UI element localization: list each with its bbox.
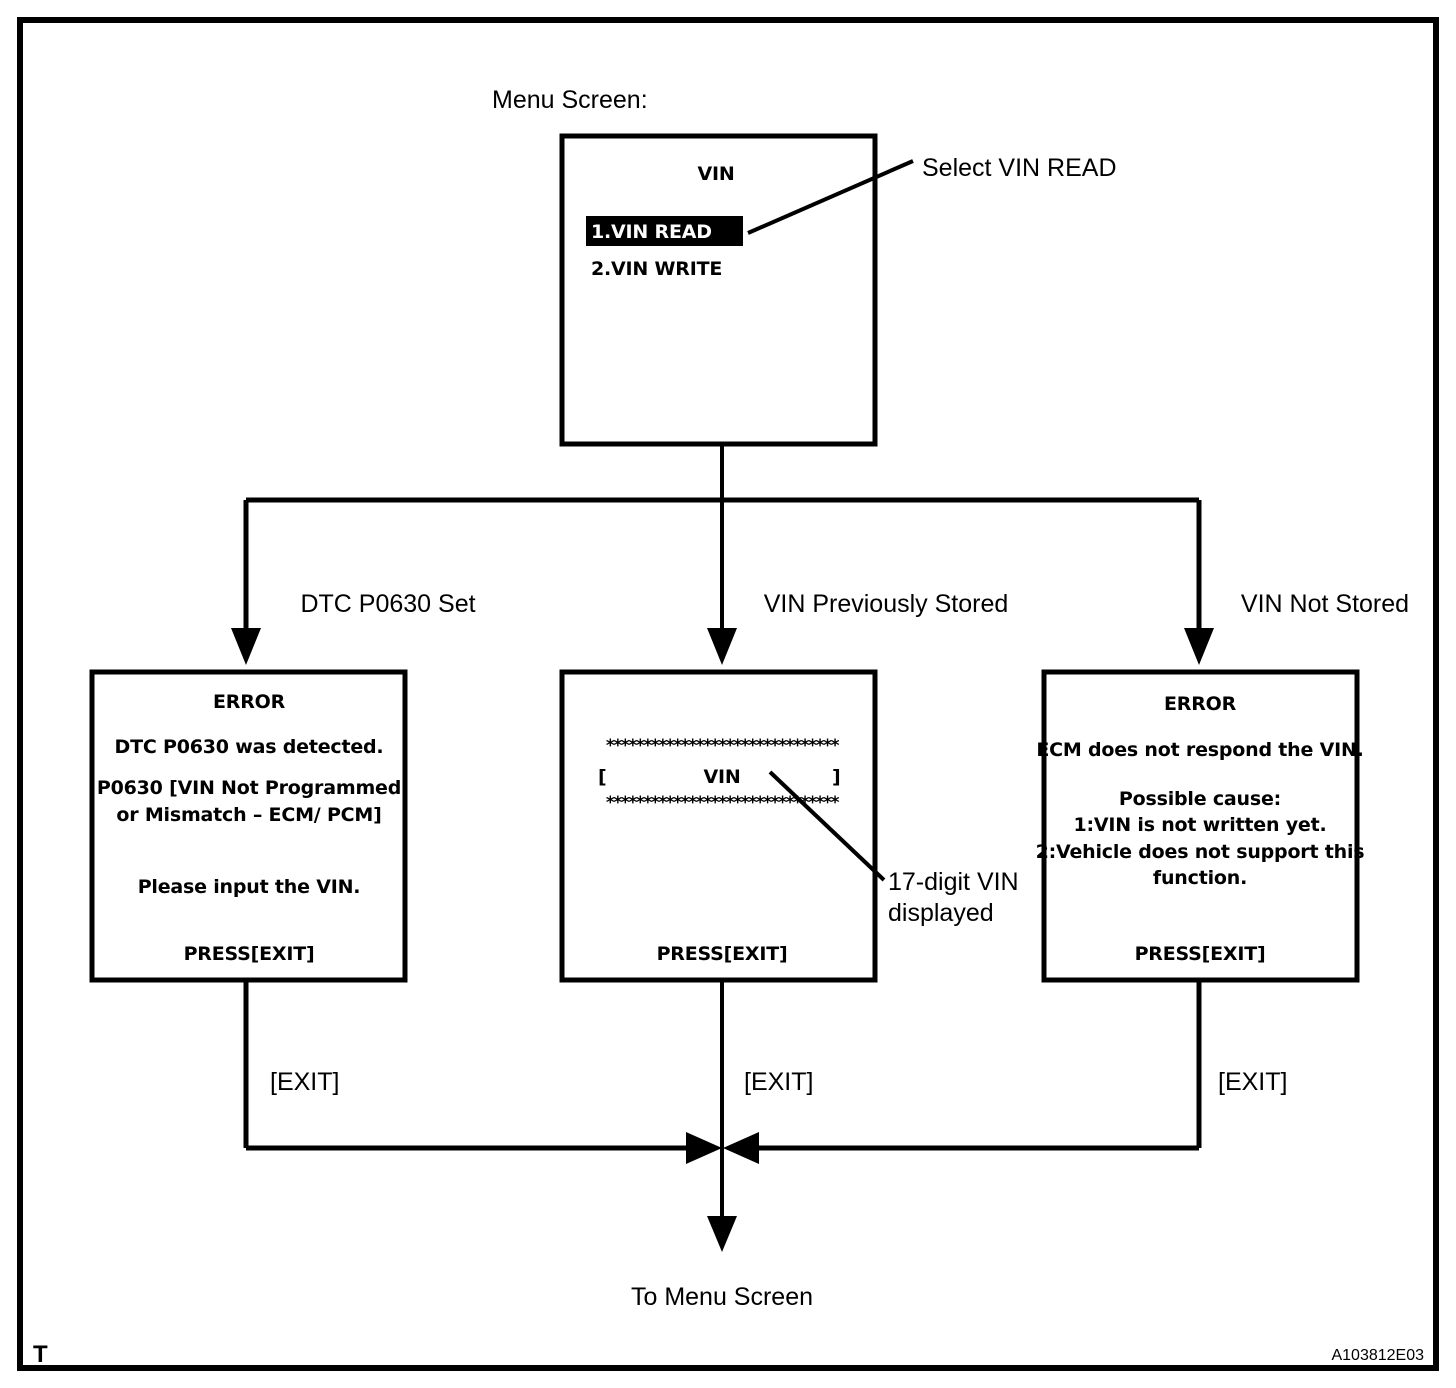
figure-border (17, 17, 1439, 1371)
vin-stored-screen-box (559, 669, 878, 983)
destination-label: To Menu Screen (631, 1283, 813, 1311)
error-dtc-title: ERROR (213, 691, 286, 713)
menu-screen-caption: Menu Screen: (492, 86, 648, 114)
merge-arrow-right (723, 1132, 759, 1164)
menu-screen-title: VIN (697, 163, 734, 185)
vin-stored-stars-bottom: ******************************* (606, 793, 840, 813)
branch-label-vin-not-stored: VIN Not Stored (1241, 590, 1409, 618)
vin-stored-footer: PRESS[EXIT] (657, 943, 788, 965)
vin-callout-leader (768, 770, 886, 882)
exit-label-left: [EXIT] (270, 1068, 339, 1096)
error-no-vin-line-1: ECM does not respond the VIN. (1036, 739, 1363, 761)
error-no-vin-screen-box (1041, 669, 1360, 983)
corner-mark: T (33, 1341, 48, 1368)
menu-callout-leader (747, 159, 914, 235)
branch-arrow-right (1184, 628, 1214, 665)
error-dtc-line-4: Please input the VIN. (138, 876, 361, 898)
error-no-vin-line-2: Possible cause: (1119, 788, 1281, 810)
merge-arrow-left (686, 1132, 722, 1164)
branch-label-dtc: DTC P0630 Set (300, 590, 475, 618)
figure-code: A103812E03 (1331, 1347, 1424, 1364)
branch-arrow-left (231, 628, 261, 665)
error-no-vin-line-4: 2:Vehicle does not support this (1036, 841, 1365, 863)
vin-stored-value: VIN (703, 766, 740, 788)
error-dtc-screen-box (89, 669, 408, 983)
vin-stored-bracket-open: [ (598, 766, 606, 788)
to-menu-arrow (707, 1216, 737, 1252)
error-no-vin-title: ERROR (1164, 693, 1237, 715)
vin-stored-stars-top: ******************************* (606, 736, 840, 756)
menu-screen-box (559, 133, 878, 447)
error-dtc-line-3: or Mismatch – ECM/ PCM] (116, 804, 381, 826)
exit-label-middle: [EXIT] (744, 1068, 813, 1096)
error-no-vin-line-5: function. (1153, 867, 1247, 889)
menu-item-vin-write[interactable]: 2.VIN WRITE (591, 258, 722, 280)
vin-callout-line-2: displayed (888, 899, 994, 927)
menu-callout-label: Select VIN READ (922, 154, 1117, 182)
branch-arrow-middle (707, 628, 737, 665)
branch-label-vin-stored: VIN Previously Stored (764, 590, 1009, 618)
error-dtc-footer: PRESS[EXIT] (184, 943, 315, 965)
error-dtc-line-1: DTC P0630 was detected. (115, 736, 384, 758)
error-no-vin-line-3: 1:VIN is not written yet. (1073, 814, 1326, 836)
vin-stored-bracket-close: ] (832, 766, 840, 788)
vin-callout-line-1: 17-digit VIN (888, 868, 1019, 896)
menu-item-vin-read[interactable]: 1.VIN READ (591, 221, 712, 243)
error-no-vin-footer: PRESS[EXIT] (1135, 943, 1266, 965)
error-dtc-line-2: P0630 [VIN Not Programmed (97, 777, 401, 799)
menu-item-selection-highlight (586, 216, 743, 246)
exit-label-right: [EXIT] (1218, 1068, 1287, 1096)
